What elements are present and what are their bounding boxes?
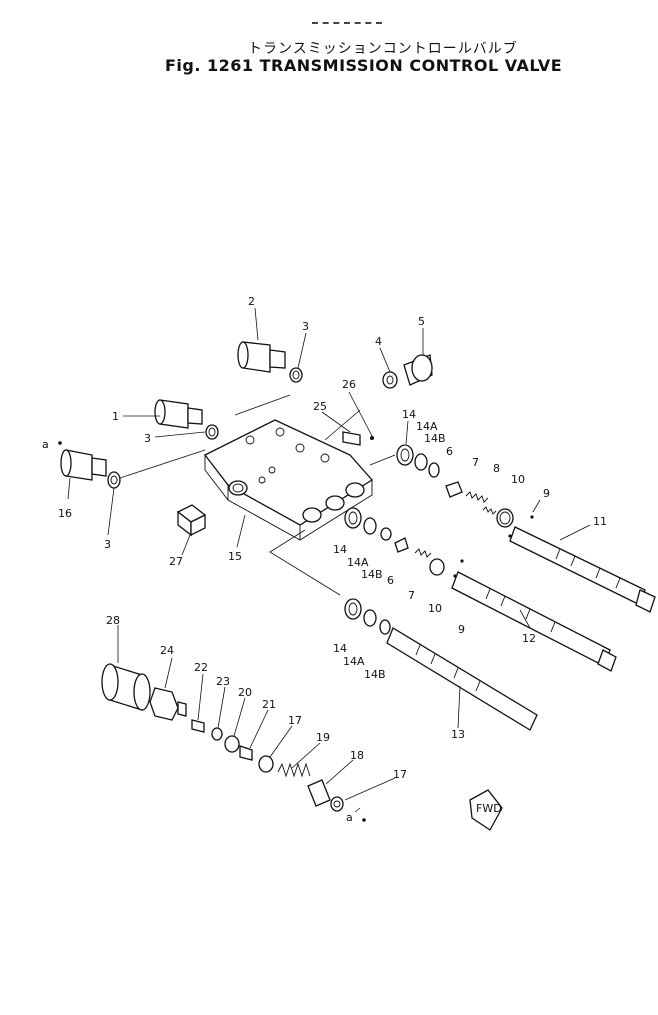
relief-valve-assembly — [101, 663, 344, 812]
label-14B: 14B — [424, 432, 446, 445]
valve-body — [204, 419, 373, 541]
label-10: 10 — [511, 473, 525, 486]
label-14B: 14B — [361, 568, 383, 581]
label-16: 16 — [58, 507, 72, 520]
upper-spool-parts — [396, 444, 534, 544]
figure-title-japanese: トランスミッションコントロールバルブ — [248, 41, 518, 57]
label-19: 19 — [316, 731, 330, 744]
connector-5 — [382, 354, 433, 389]
fwd-label: FWD — [476, 802, 502, 815]
label-3: 3 — [104, 538, 111, 551]
ref-dot — [58, 441, 62, 445]
leader-line — [234, 394, 291, 416]
label-10: 10 — [428, 602, 442, 615]
label-12: 12 — [522, 632, 536, 645]
label-28: 28 — [106, 614, 120, 627]
label-14A: 14A — [343, 655, 365, 668]
leader-line — [324, 409, 361, 441]
label-24: 24 — [160, 644, 174, 657]
spool-13 — [386, 627, 538, 731]
lower-seal-parts — [344, 598, 391, 635]
label-7: 7 — [472, 456, 479, 469]
leader-line — [119, 449, 206, 479]
connector-2 — [237, 341, 303, 383]
label-13: 13 — [451, 728, 465, 741]
label-14: 14 — [333, 543, 347, 556]
label-27: 27 — [169, 555, 183, 568]
label-14: 14 — [333, 642, 347, 655]
plug-27 — [176, 504, 207, 537]
label-9: 9 — [458, 623, 465, 636]
label-8: 8 — [493, 462, 500, 475]
label-23: 23 — [216, 675, 230, 688]
label-a: a — [42, 438, 49, 451]
connector-1 — [154, 399, 219, 440]
spool-12 — [451, 571, 617, 672]
label-20: 20 — [238, 686, 252, 699]
part-labels: 2 3 4 5 1 3 26 25 14 14A 14B 6 7 8 10 9 … — [42, 295, 607, 824]
label-7: 7 — [408, 589, 415, 602]
label-18: 18 — [350, 749, 364, 762]
label-3: 3 — [144, 432, 151, 445]
leader-line — [369, 454, 396, 466]
middle-spool-parts — [344, 507, 464, 578]
label-9: 9 — [543, 487, 550, 500]
spool-11 — [509, 526, 656, 613]
label-15: 15 — [228, 550, 242, 563]
label-21: 21 — [262, 698, 276, 711]
label-6: 6 — [446, 445, 453, 458]
plate-25 — [342, 431, 374, 446]
connector-16 — [60, 449, 121, 489]
label-14A: 14A — [416, 420, 438, 433]
label-11: 11 — [593, 515, 607, 528]
label-1: 1 — [112, 410, 119, 423]
label-4: 4 — [375, 335, 382, 348]
scan-mark — [312, 22, 382, 26]
label-6: 6 — [387, 574, 394, 587]
label-a: a — [346, 811, 353, 824]
label-14: 14 — [402, 408, 416, 421]
label-2: 2 — [248, 295, 255, 308]
label-17: 17 — [393, 768, 407, 781]
label-14A: 14A — [347, 556, 369, 569]
label-5: 5 — [418, 315, 425, 328]
label-3: 3 — [302, 320, 309, 333]
label-17: 17 — [288, 714, 302, 727]
ref-dot — [362, 818, 366, 822]
label-26: 26 — [342, 378, 356, 391]
label-22: 22 — [194, 661, 208, 674]
figure-title-english: Fig. 1261 TRANSMISSION CONTROL VALVE — [165, 56, 563, 75]
forward-arrow: FWD — [469, 789, 503, 831]
label-14B: 14B — [364, 668, 386, 681]
label-leaders — [67, 307, 591, 813]
leader-line — [269, 529, 341, 596]
label-25: 25 — [313, 400, 327, 413]
